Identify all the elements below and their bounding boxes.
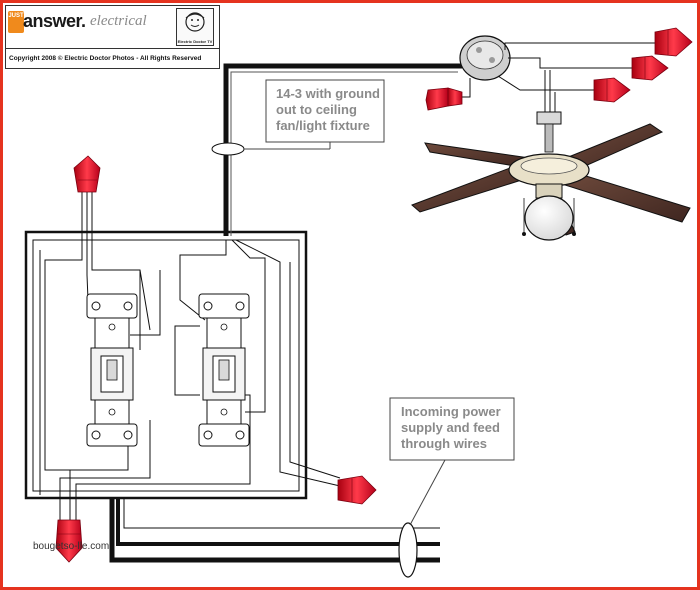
watermark-text: bougetso-lle.com xyxy=(33,541,110,552)
doctor-logo-icon: Electric Doctor TV xyxy=(176,8,214,46)
wire-nut-bottom-left xyxy=(55,519,83,563)
wire-nut-ceiling-4 xyxy=(425,87,463,111)
wire-nut-top-left xyxy=(73,155,101,193)
internal-wiring xyxy=(39,239,341,520)
ceiling-junction-box xyxy=(459,35,511,81)
brand-electrical-text: electrical xyxy=(90,13,147,29)
callout-incoming-power: Incoming power supply and feed through w… xyxy=(389,397,515,526)
doctor-face-icon xyxy=(185,12,205,32)
top-left-wires xyxy=(44,190,151,471)
switch-right xyxy=(198,293,250,447)
ceiling-fan xyxy=(411,111,691,241)
callout-incoming-line2: supply and feed xyxy=(401,420,500,435)
copyright-line: Copyright 2008 © Electric Doctor Photos … xyxy=(5,48,220,68)
just-badge: JUST xyxy=(8,11,24,33)
callout-ceiling-cable: 14-3 with ground out to ceiling fan/ligh… xyxy=(244,79,385,150)
switch-box xyxy=(24,230,308,500)
callout-ceiling-line3: fan/light fixture xyxy=(276,118,370,133)
logo-caption: Electric Doctor TV xyxy=(177,39,213,44)
wire-nut-ceiling-1 xyxy=(654,27,693,57)
ceiling-wiring xyxy=(447,42,655,112)
wire-nut-ceiling-3 xyxy=(593,77,631,103)
incoming-cable xyxy=(109,497,440,578)
callout-ceiling-line1: 14-3 with ground xyxy=(276,86,380,101)
callout-incoming-line3: through wires xyxy=(401,436,487,451)
brand-logo-block: JUST answer. electrical Electric Doctor … xyxy=(5,5,220,69)
callout-incoming-line1: Incoming power xyxy=(401,404,501,419)
switch-left xyxy=(86,293,138,447)
cable-to-ceiling xyxy=(211,63,462,236)
callout-ceiling-line2: out to ceiling xyxy=(276,102,357,117)
wire-nut-ceiling-2 xyxy=(631,55,669,81)
wire-nut-bottom-right xyxy=(337,475,377,505)
brand-answer-text: answer. xyxy=(23,11,86,31)
